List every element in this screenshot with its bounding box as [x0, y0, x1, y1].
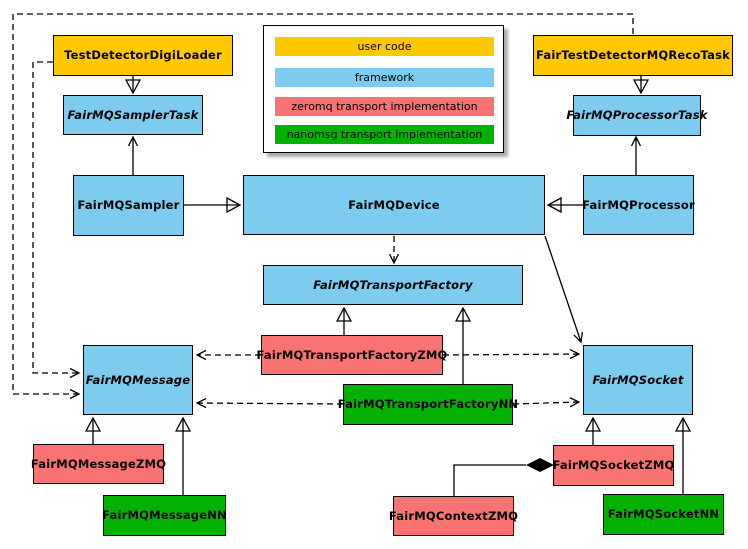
- legend-item-nanomsg: nanomsg transport implementation: [275, 125, 494, 144]
- edge-device-socket: [544, 235, 584, 344]
- edge-contextzmq-socketzmq: [453, 464, 526, 496]
- edge-tfnn-socket: [512, 397, 581, 408]
- class-box-fairmqprocessortask: FairMQProcessorTask: [566, 95, 707, 136]
- class-box-testdetectordigiloader: TestDetectorDigiLoader: [53, 35, 233, 76]
- legend-item-user-code: user code: [275, 37, 494, 56]
- class-box-fairmqtransportfactorynn: FairMQTransportFactoryNN: [338, 384, 518, 425]
- legend-item-framework: framework: [275, 68, 494, 87]
- class-box-fairmqsocketnn: FairMQSocketNN: [603, 494, 724, 535]
- class-box-fairmqcontextzmq: FairMQContextZMQ: [389, 496, 518, 536]
- class-box-fairmqtransportfactory: FairMQTransportFactory: [263, 265, 523, 305]
- legend-item-zeromq: zeromq transport implementation: [275, 97, 494, 116]
- composition-diamond-icon: [526, 458, 554, 472]
- class-box-fairtestdetectormqrecotask: FairTestDetectorMQRecoTask: [533, 35, 733, 76]
- class-box-fairmqmessage: FairMQMessage: [83, 345, 193, 415]
- class-box-fairmqdevice: FairMQDevice: [243, 175, 545, 235]
- edge-recotask-message: [12, 13, 634, 400]
- edge-tfnn-message: [195, 397, 344, 409]
- class-box-fairmqsamplertask: FairMQSamplerTask: [63, 95, 203, 135]
- edge-digiloader-message: [32, 61, 81, 379]
- class-box-fairmqmessagezmq: FairMQMessageZMQ: [31, 444, 166, 484]
- class-box-fairmqmessagenn: FairMQMessageNN: [102, 495, 227, 536]
- edge-tfzmq-socket: [442, 348, 581, 360]
- class-box-fairmqsocket: FairMQSocket: [583, 345, 693, 415]
- class-box-fairmqsocketzmq: FairMQSocketZMQ: [553, 445, 674, 486]
- class-box-fairmqprocessor: FairMQProcessor: [582, 175, 695, 235]
- legend: user code framework zeromq transport imp…: [263, 25, 504, 153]
- class-box-fairmqsampler: FairMQSampler: [73, 175, 184, 236]
- class-box-fairmqtransportfactoryzmq: FairMQTransportFactoryZMQ: [257, 335, 447, 375]
